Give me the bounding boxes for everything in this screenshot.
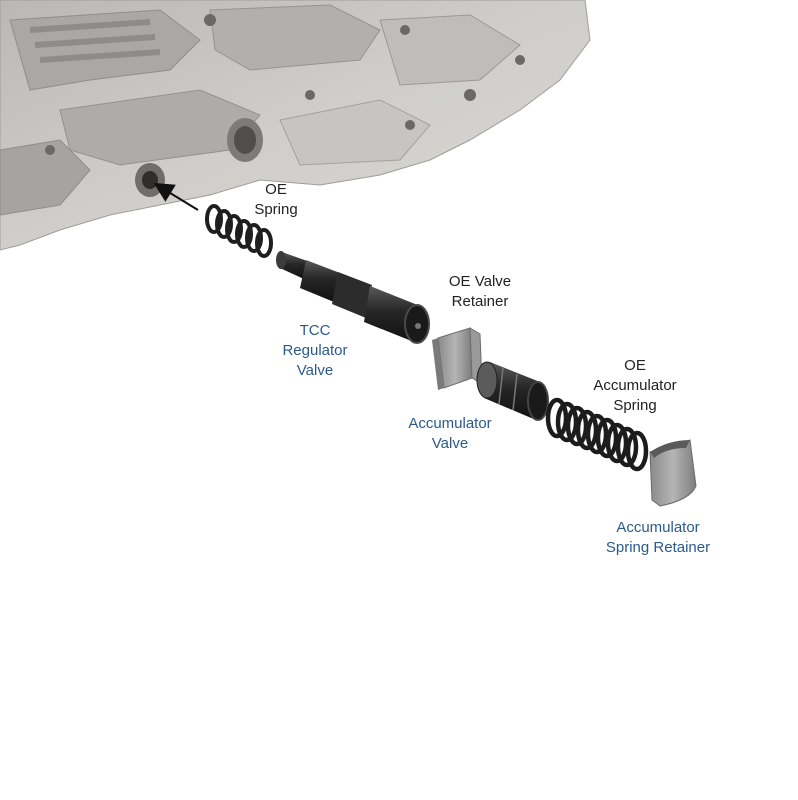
tcc-label-line3: Valve xyxy=(296,362,334,379)
oe-accum-spring-line2: Accumulator xyxy=(593,377,677,394)
tcc-label-line1: TCC xyxy=(299,322,331,339)
tcc-regulator-valve-part xyxy=(276,251,430,344)
accumulator-valve-part xyxy=(476,361,549,421)
accumulator-spring-retainer-label: Accumulator Spring Retainer xyxy=(588,518,728,558)
oe-valve-retainer-line1: OE Valve xyxy=(448,273,512,290)
oe-accumulator-spring-label: OE Accumulator Spring xyxy=(570,356,700,416)
valve-body-casting xyxy=(0,0,591,251)
oe-spring-label-line2: Spring xyxy=(254,201,298,218)
oe-accumulator-spring-part xyxy=(545,397,649,472)
accum-spring-retainer-line2: Spring Retainer xyxy=(605,539,711,556)
tcc-label-line2: Regulator xyxy=(282,342,348,359)
oe-valve-retainer-line2: Retainer xyxy=(451,293,509,310)
oe-valve-retainer-label: OE Valve Retainer xyxy=(420,272,540,312)
oe-accum-spring-line3: Spring xyxy=(613,397,657,414)
oe-spring-label: OE Spring xyxy=(236,180,316,220)
oe-spring-label-line1: OE xyxy=(265,181,287,198)
accumulator-spring-retainer-part xyxy=(649,439,697,507)
insertion-arrow xyxy=(153,182,199,211)
accumulator-valve-line1: Accumulator xyxy=(408,415,492,432)
oe-accum-spring-line1: OE xyxy=(624,357,646,374)
accum-spring-retainer-line1: Accumulator xyxy=(616,519,700,536)
oe-valve-retainer-part xyxy=(432,327,483,390)
accumulator-valve-line2: Valve xyxy=(431,435,469,452)
oe-spring-part xyxy=(205,204,273,258)
tcc-regulator-valve-label: TCC Regulator Valve xyxy=(260,321,370,381)
accumulator-valve-label: Accumulator Valve xyxy=(390,414,510,454)
